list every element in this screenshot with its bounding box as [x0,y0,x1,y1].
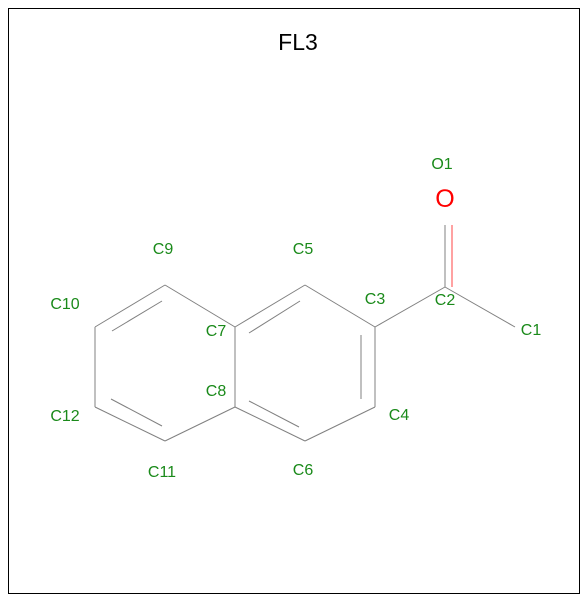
bond-c12-c11 [94,406,166,442]
atom-label-c7: C7 [206,323,227,340]
diagram-frame: FL3 [8,8,580,594]
bond-c2-c1 [444,286,516,328]
atom-label-c4: C4 [389,407,410,424]
molecule-diagram: FL3 [50,29,541,481]
bond-c6-c8 [234,406,306,442]
atom-label-c8: C8 [206,383,227,400]
atom-label-c3: C3 [365,291,386,308]
atom-label-o1: O1 [431,156,452,173]
bond-c11-c8 [164,406,236,442]
atom-labels: O O1 C1 C2 C3 C4 C5 C6 C7 C8 C9 C10 C11 … [50,156,541,481]
bond-c7-c5 [234,284,306,328]
bonds [94,225,516,442]
atom-label-c9: C9 [153,241,174,258]
bond-c2-c3 [374,286,446,328]
atom-label-c6: C6 [293,462,314,479]
bond-c4-c6 [304,406,376,442]
atom-label-c1: C1 [521,322,542,339]
bond-c5-c3 [304,284,376,328]
molecule-title: FL3 [278,29,318,55]
atom-label-c12: C12 [50,408,79,425]
atom-label-c2: C2 [435,292,456,309]
bond-c7-c5-inner [248,300,301,334]
oxygen-symbol: O [435,185,454,213]
bond-c6-c8-inner [248,400,300,428]
atom-label-c5: C5 [293,241,314,258]
bond-c12-c11-inner [110,398,163,427]
atom-label-c11: C11 [148,464,176,481]
bond-c7-c9 [164,284,236,328]
bond-c9-c10 [94,284,166,328]
atom-label-c10: C10 [50,296,79,313]
bond-c9-c10-inner [111,300,163,332]
